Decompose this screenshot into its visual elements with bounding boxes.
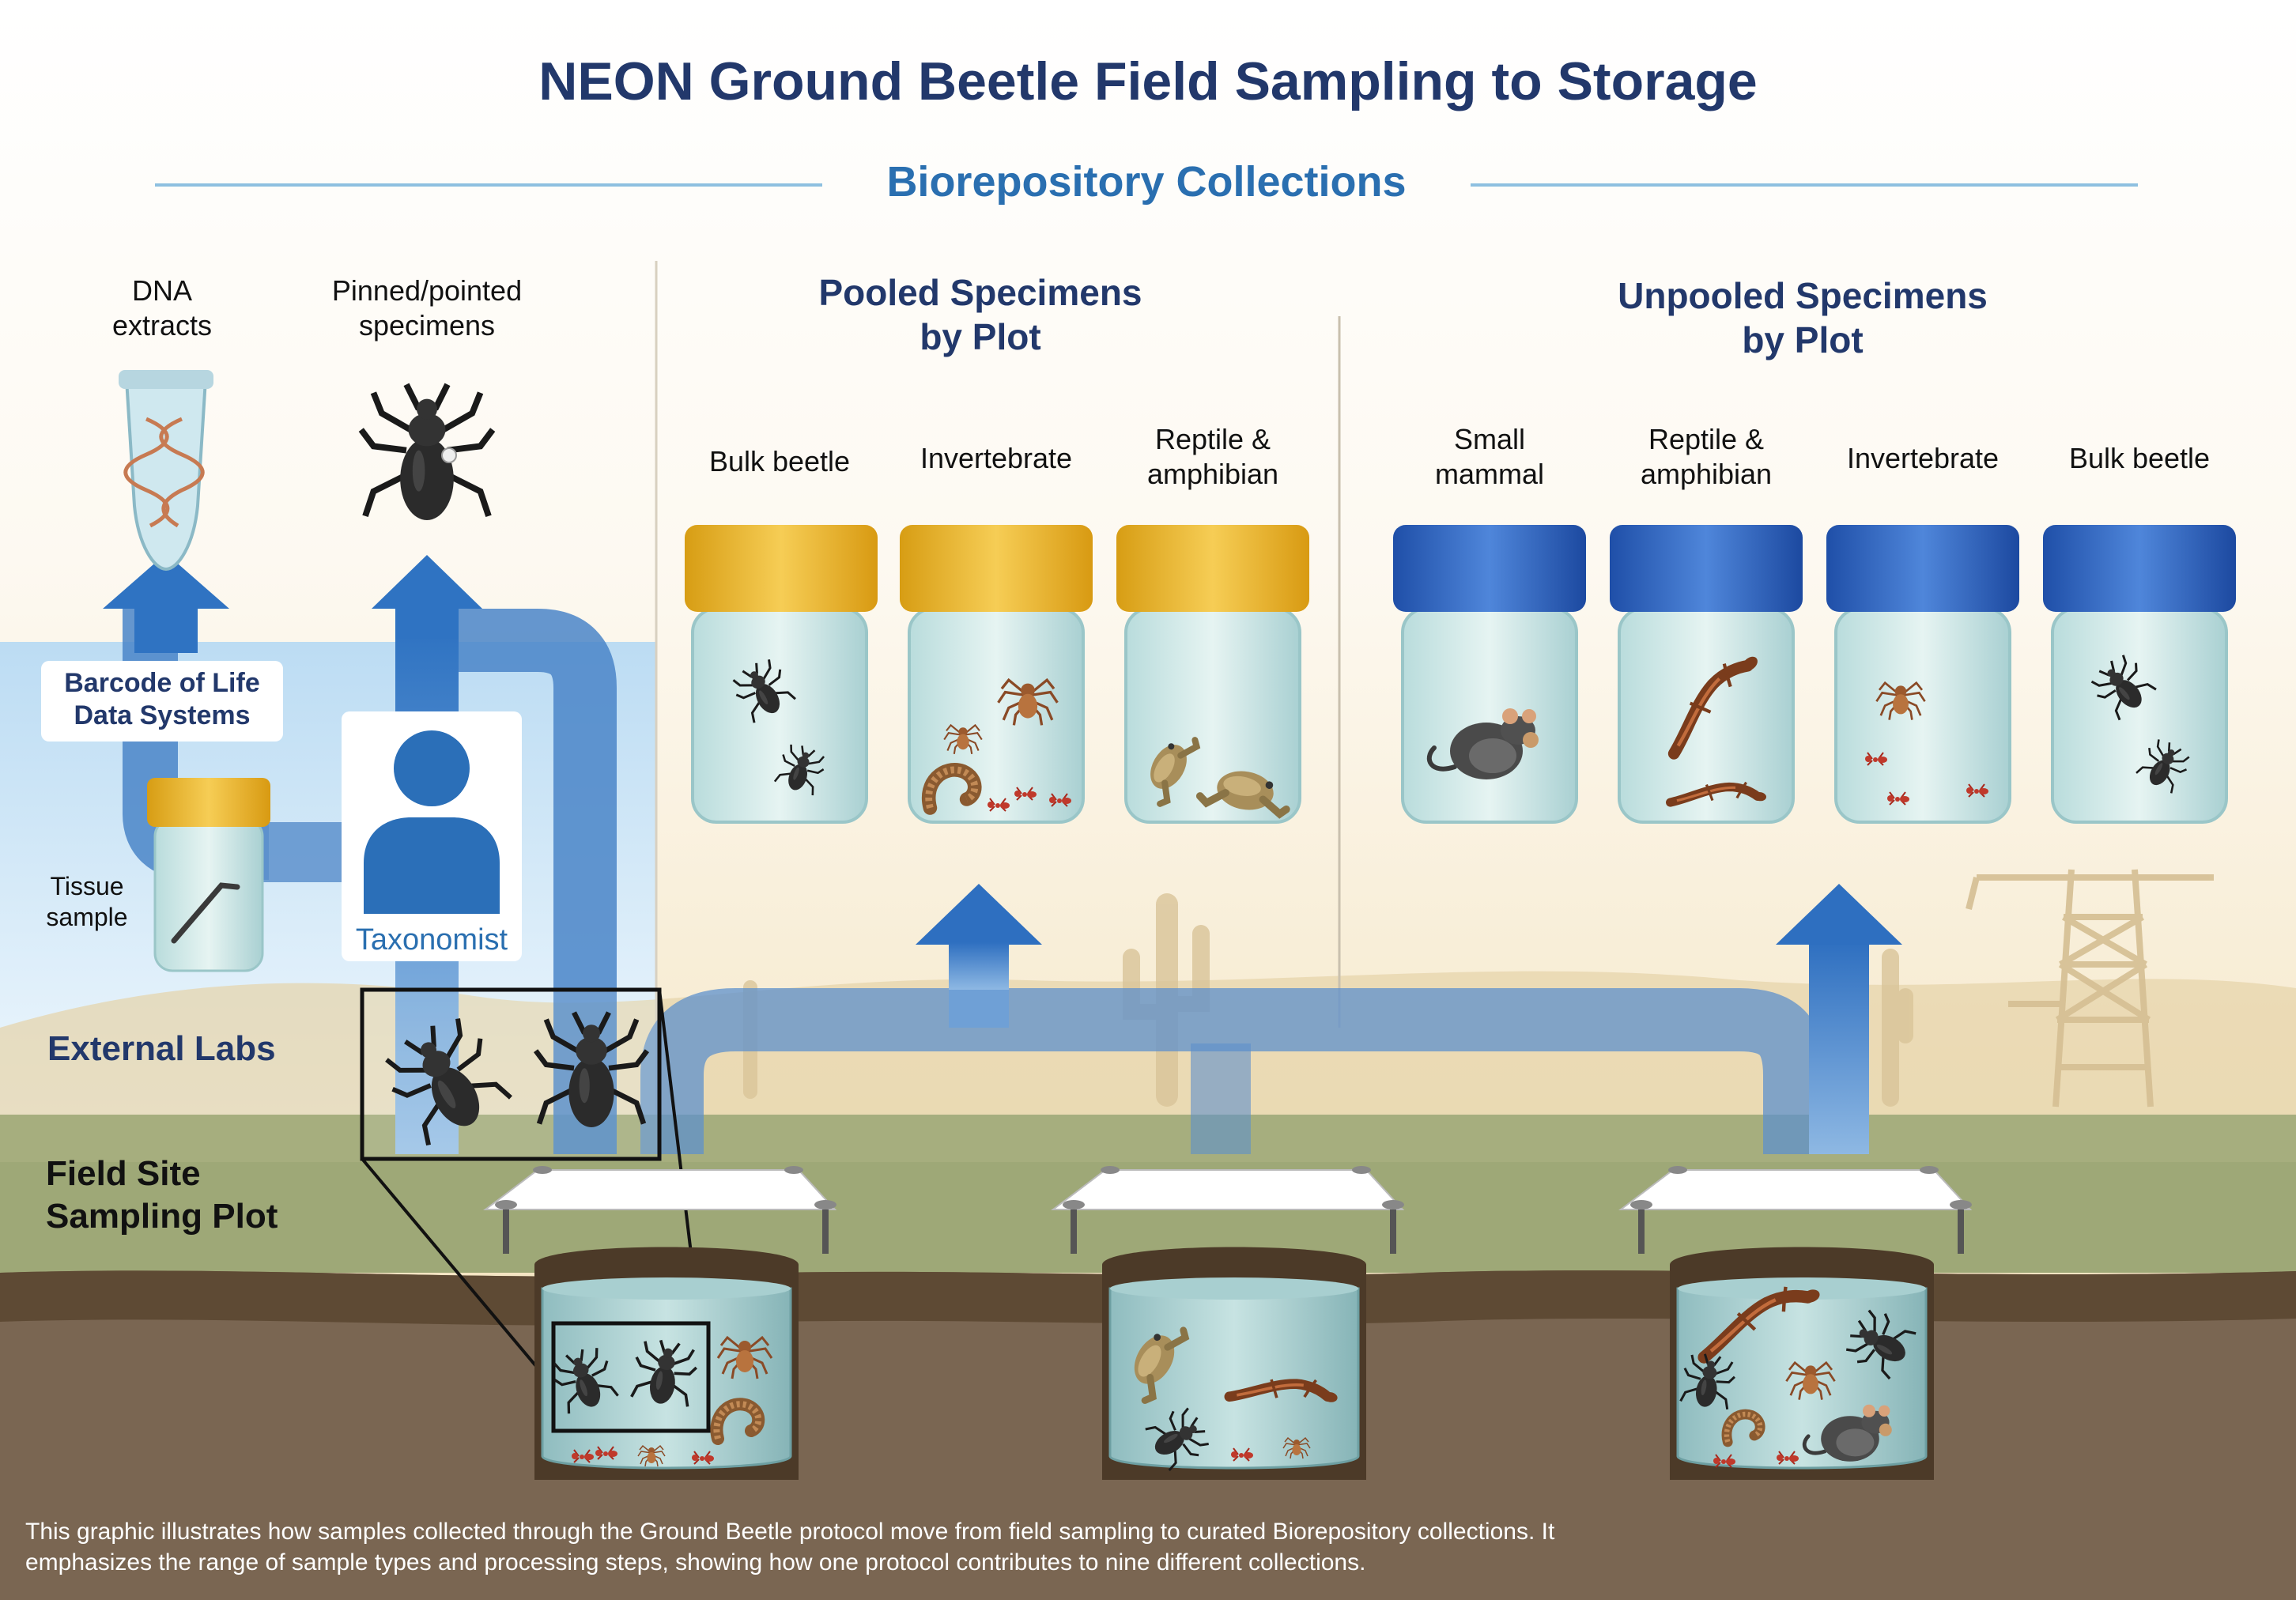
up-arrow <box>916 884 1042 945</box>
magnifier-box <box>360 987 662 1161</box>
page-title: NEON Ground Beetle Field Sampling to Sto… <box>538 51 1758 111</box>
pooled-jar-invertebrate <box>900 525 1093 824</box>
pooled-label-2: Reptile & amphibian <box>1146 423 1279 490</box>
bold-box <box>41 661 283 742</box>
unpooled-jar-invertebrate <box>1826 525 2019 824</box>
taxonomist-label: Taxonomist <box>355 923 508 957</box>
up-arrow <box>372 555 482 609</box>
unpooled-jar-reptile-amphibian <box>1610 525 1803 824</box>
pooled-label-0: Bulk beetle <box>708 445 851 477</box>
pooled-jar-reptile-amphibian <box>1116 525 1309 824</box>
unpooled-label-3: Bulk beetle <box>2068 442 2211 474</box>
trap-cover <box>483 1166 837 1254</box>
pitfall-trap <box>1102 1247 1366 1480</box>
pooled-label-1: Invertebrate <box>920 442 1073 474</box>
bold-label: Barcode of Life Data Systems <box>64 668 260 731</box>
pinned-specimens-label: Pinned/pointed specimens <box>331 274 523 342</box>
dna-icon <box>119 370 213 572</box>
trap-cover <box>1618 1166 1973 1254</box>
up-arrow <box>103 553 229 609</box>
unpooled-label-1: Reptile & amphibian <box>1640 423 1773 490</box>
up-arrow <box>1776 884 1902 945</box>
pinned-beetle-icon <box>361 384 493 520</box>
field-site-label: Field Site Sampling Plot <box>46 1154 278 1236</box>
pitfall-trap <box>534 1247 799 1480</box>
unpooled-jar-bulk-beetle <box>2043 525 2236 824</box>
section-subtitle: Biorepository Collections <box>886 158 1407 206</box>
pooled-jar-bulk-beetle <box>685 525 878 824</box>
external-labs-label: External Labs <box>47 1029 276 1068</box>
tower-icon <box>1966 869 2214 1108</box>
unpooled-label-2: Invertebrate <box>1846 442 2000 474</box>
tissue-icon <box>147 778 270 972</box>
dna-extracts-label: DNA extracts <box>111 274 213 342</box>
person-icon <box>364 730 500 914</box>
pooled-heading: Pooled Specimens by Plot <box>818 272 1142 358</box>
pitfall-trap <box>1670 1247 1934 1480</box>
unpooled-jar-small-mammal <box>1393 525 1586 824</box>
unpooled-label-0: Small mammal <box>1434 423 1544 490</box>
trap-cover <box>1051 1166 1405 1254</box>
caption: This graphic illustrates how samples col… <box>25 1519 1555 1575</box>
unpooled-heading: Unpooled Specimens by Plot <box>1618 275 1988 361</box>
tissue-sample-label: Tissue sample <box>46 872 128 932</box>
